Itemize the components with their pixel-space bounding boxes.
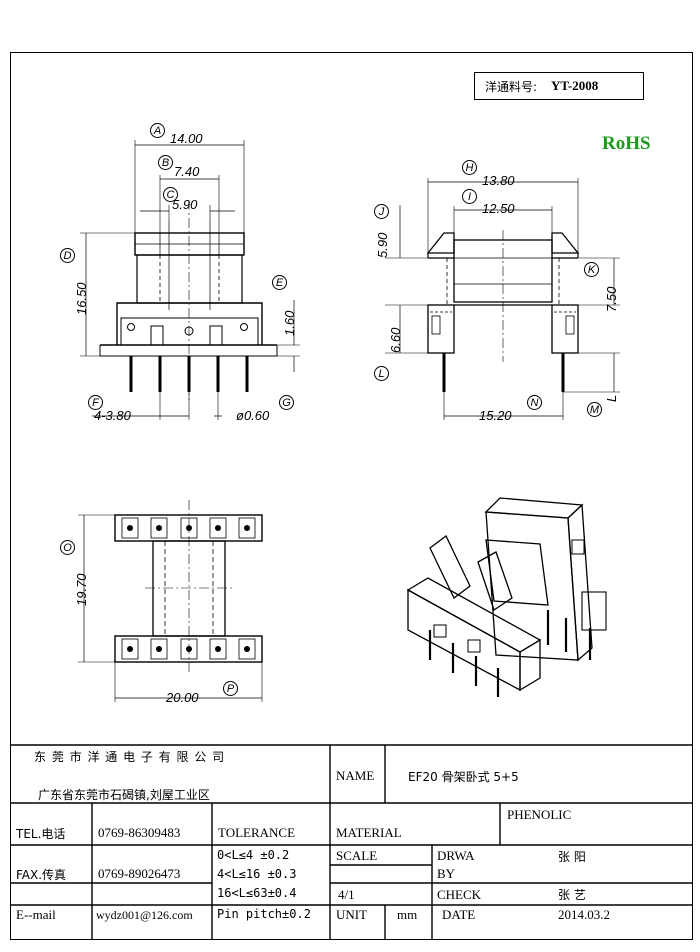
- checked-by: 张 艺: [558, 888, 586, 902]
- email-value: wydz001@126.com: [96, 908, 193, 922]
- dim-l: 6.60: [388, 327, 403, 353]
- dim-b: 7.40: [174, 164, 200, 179]
- tolerance-4: Pin pitch±0.2: [217, 907, 311, 921]
- front-view: [80, 140, 300, 420]
- label-l: L: [374, 366, 389, 381]
- name-label: NAME: [336, 768, 375, 783]
- dim-c: 5.90: [172, 197, 198, 212]
- name-value: EF20 骨架卧式 5+5: [408, 770, 519, 784]
- material-label: MATERIAL: [336, 825, 402, 840]
- label-f: F: [88, 395, 103, 410]
- part-number-box: 洋通料号: YT-2008: [474, 72, 644, 100]
- dim-p: 20.00: [166, 690, 199, 705]
- dim-g: ø0.60: [236, 408, 270, 423]
- part-number-label: 洋通料号:: [485, 79, 538, 94]
- dim-i: 12.50: [482, 201, 515, 216]
- tolerance-3: 16<L≤63±0.4: [217, 886, 297, 900]
- email-label: E--mail: [16, 907, 56, 922]
- label-a: A: [150, 123, 165, 138]
- label-o: O: [60, 540, 75, 555]
- label-k: K: [584, 262, 599, 277]
- label-d: D: [60, 248, 75, 263]
- drawn-label-2: BY: [437, 866, 456, 881]
- isometric-view: [406, 497, 607, 697]
- tolerance-label: TOLERANCE: [218, 825, 296, 840]
- top-view: [78, 500, 263, 702]
- check-label: CHECK: [437, 887, 482, 902]
- unit-value: mm: [397, 907, 418, 922]
- tolerance-2: 4<L≤16 ±0.3: [217, 867, 297, 881]
- rohs-mark: RoHS: [602, 133, 651, 154]
- label-b: B: [158, 155, 173, 170]
- dim-m: L: [604, 394, 619, 402]
- dim-a: 14.00: [170, 131, 203, 146]
- label-j: J: [374, 204, 389, 219]
- company-name: 东 莞 市 洋 通 电 子 有 限 公 司: [34, 750, 226, 764]
- label-i: I: [462, 189, 477, 204]
- dim-n: 15.20: [479, 408, 512, 423]
- material-value: PHENOLIC: [507, 807, 572, 822]
- title-block-grid: [10, 744, 693, 940]
- side-view: [385, 178, 620, 420]
- part-number-value: YT-2008: [551, 78, 599, 93]
- label-p: P: [223, 681, 238, 696]
- fax-value: 0769-89026473: [98, 866, 181, 881]
- label-c: C: [163, 187, 178, 202]
- label-h: H: [462, 160, 477, 175]
- label-g: G: [279, 395, 294, 410]
- date-value: 2014.03.2: [558, 907, 610, 922]
- dim-e: 1.60: [282, 310, 297, 336]
- scale-value: 4/1: [338, 887, 355, 902]
- tel-value: 0769-86309483: [98, 825, 181, 840]
- label-n: N: [527, 395, 542, 410]
- dim-d: 16.50: [74, 282, 89, 315]
- tolerance-1: 0<L≤4 ±0.2: [217, 848, 290, 862]
- dim-o: 19.70: [74, 573, 89, 606]
- unit-label: UNIT: [336, 907, 368, 922]
- label-e: E: [272, 275, 287, 290]
- label-m: M: [587, 402, 602, 417]
- scale-label: SCALE: [336, 848, 378, 863]
- drawn-by: 张 阳: [558, 850, 586, 864]
- drawing-frame: [10, 52, 693, 940]
- dim-j: 5.90: [375, 232, 390, 258]
- dim-h: 13.80: [482, 173, 515, 188]
- fax-label: FAX.传真: [16, 868, 67, 882]
- dim-k: 7.50: [604, 286, 619, 312]
- company-address: 广东省东莞市石碣镇,刘屋工业区: [38, 788, 210, 802]
- date-label: DATE: [442, 907, 476, 922]
- drawn-label-1: DRWA: [437, 848, 475, 863]
- tel-label: TEL.电话: [16, 827, 66, 841]
- dim-f: 4-3.80: [94, 408, 131, 423]
